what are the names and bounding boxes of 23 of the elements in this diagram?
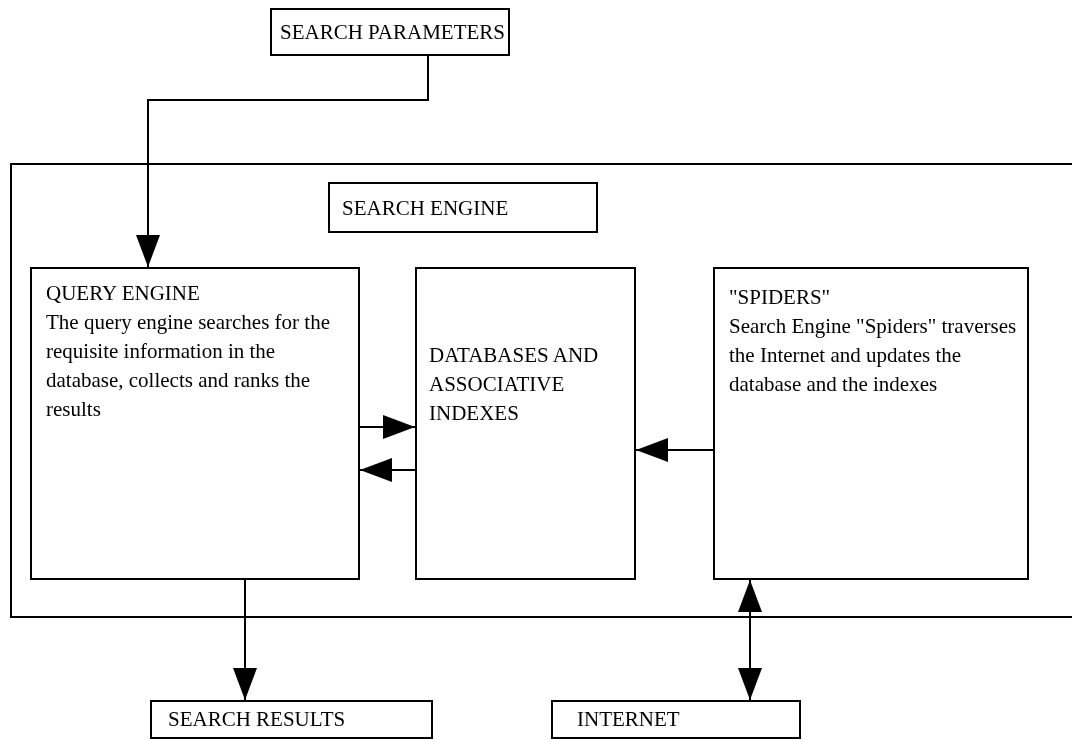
arrow	[635, 438, 714, 462]
arrow	[136, 55, 429, 268]
process-box	[30, 267, 360, 580]
box-title: QUERY ENGINE	[46, 280, 201, 307]
box-title: INTERNET	[577, 706, 681, 733]
process-box	[328, 182, 598, 233]
box-title: SEARCH PARAMETERS	[280, 19, 507, 46]
process-box	[713, 267, 1029, 580]
process-box	[415, 267, 636, 580]
box-title: SEARCH RESULTS	[168, 706, 347, 733]
process-box	[551, 700, 801, 739]
container-box	[10, 163, 1072, 618]
arrow	[738, 579, 762, 701]
arrow	[359, 458, 416, 482]
box-title: SEARCH ENGINE	[342, 195, 510, 222]
box-description: Search Engine "Spiders" traverses the Internet and updates the database and the indexes	[729, 313, 1018, 398]
arrow	[233, 579, 257, 701]
box-title: DATABASES AND ASSOCIATIVE INDEXES	[429, 342, 600, 427]
process-box	[150, 700, 433, 739]
box-description: The query engine searches for the requisite information in the database, collects and ranks the results	[46, 309, 331, 423]
process-box	[270, 8, 510, 56]
arrow	[359, 415, 416, 439]
box-title: "SPIDERS"	[729, 284, 832, 311]
